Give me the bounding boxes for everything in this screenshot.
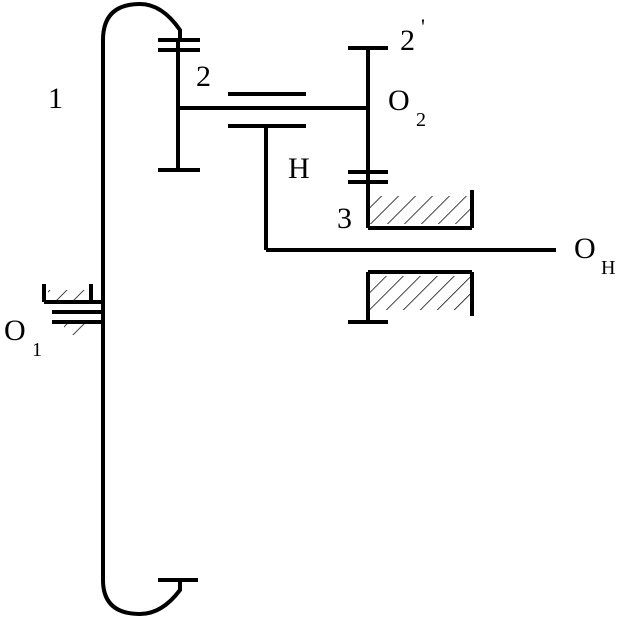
gear-3-fixed: [366, 184, 474, 230]
carrier-h: [228, 92, 556, 252]
label-o2: O: [388, 84, 410, 117]
gear-2-planet: [158, 38, 366, 172]
label-prime-mark: ': [421, 14, 425, 39]
bearing-oh-hatch: [370, 276, 470, 310]
label-gear-3: 3: [337, 202, 352, 235]
gear-2-prime: [348, 46, 388, 184]
label-gear-1: 1: [48, 82, 63, 115]
gear-1-outline: [101, 2, 182, 616]
gear-1-ring: [101, 2, 198, 616]
label-oh: O: [574, 232, 596, 265]
bearing-o1-hatch-bottom: [64, 323, 88, 335]
gear-3-hatch: [370, 196, 470, 224]
bearing-o1: [42, 284, 103, 335]
bearing-o1-hatch-top: [48, 290, 88, 302]
label-oh-sub: H: [601, 257, 615, 279]
label-gear-2-prime: 2: [400, 24, 415, 57]
label-o1: O: [4, 314, 26, 347]
label-o1-sub: 1: [32, 339, 42, 361]
label-carrier-h: H: [288, 152, 310, 185]
label-o2-sub: 2: [416, 109, 426, 131]
label-gear-2: 2: [196, 60, 211, 93]
bearing-oh: [348, 270, 474, 324]
